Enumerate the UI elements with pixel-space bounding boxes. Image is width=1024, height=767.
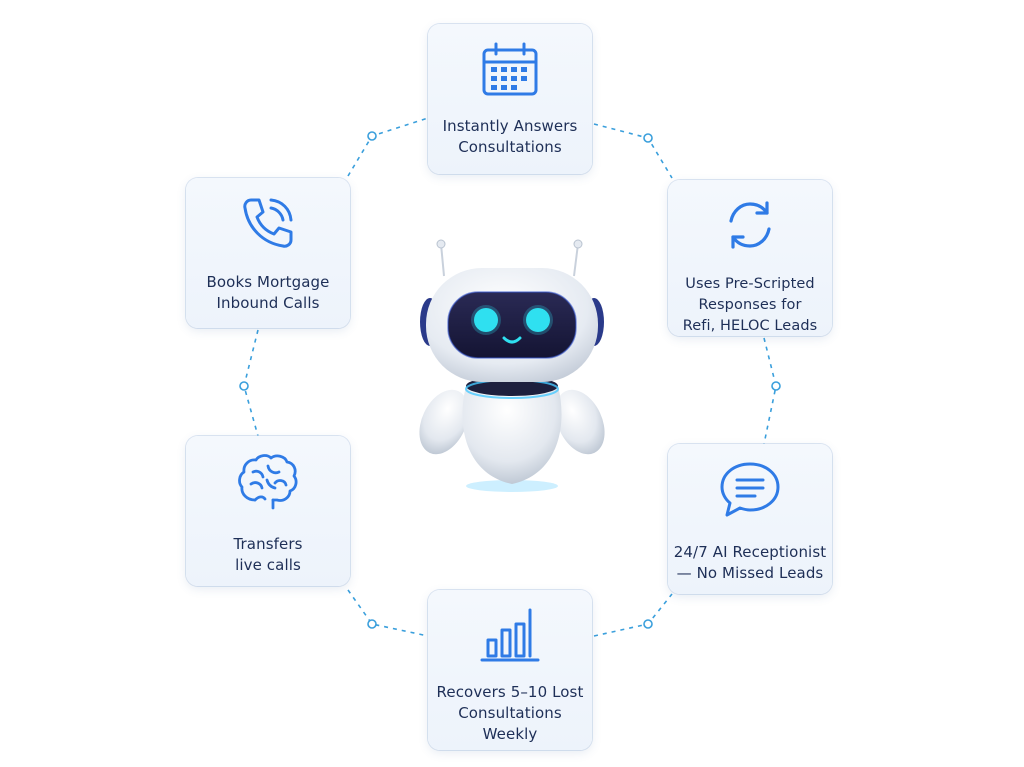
brain-icon [235,450,301,516]
connector-top-right [593,123,673,179]
connector-bottom-right [593,593,673,637]
connector-right [763,337,777,445]
feature-card-pre-scripted: Uses Pre-Scripted Responses for Refi, HE… [668,180,832,336]
connector-node [643,619,653,629]
feature-label: Instantly Answers Consultations [442,117,578,156]
connector-node [367,619,377,629]
calendar-icon [478,38,542,106]
bar-chart-icon [478,604,542,670]
chat-bubble-icon [717,458,783,526]
connector-node [643,133,653,143]
connector-node [367,131,377,141]
feature-card-transfers: Transfers live calls [186,436,350,586]
feature-label: Transfers live calls [233,535,303,574]
feature-label: Recovers 5–10 Lost Consultations Weekly [436,683,584,743]
feature-label: 24/7 AI Receptionist — No Missed Leads [673,543,827,582]
feature-card-instant-answers: Instantly Answers Consultations [428,24,592,174]
connector-node [239,381,249,391]
feature-label: Books Mortgage Inbound Calls [206,273,330,312]
refresh-cycle-icon [719,194,781,260]
feature-card-books-calls: Books Mortgage Inbound Calls [186,178,350,328]
feature-card-recovers: Recovers 5–10 Lost Consultations Weekly [428,590,592,750]
connector-top-left [347,117,429,177]
feature-label: Uses Pre-Scripted Responses for Refi, HE… [682,276,818,334]
phone-call-icon [237,192,299,258]
robot-mascot-icon [419,239,605,492]
connector-node [771,381,781,391]
connector-bottom-left [347,589,429,637]
feature-card-24-7: 24/7 AI Receptionist — No Missed Leads [668,444,832,594]
